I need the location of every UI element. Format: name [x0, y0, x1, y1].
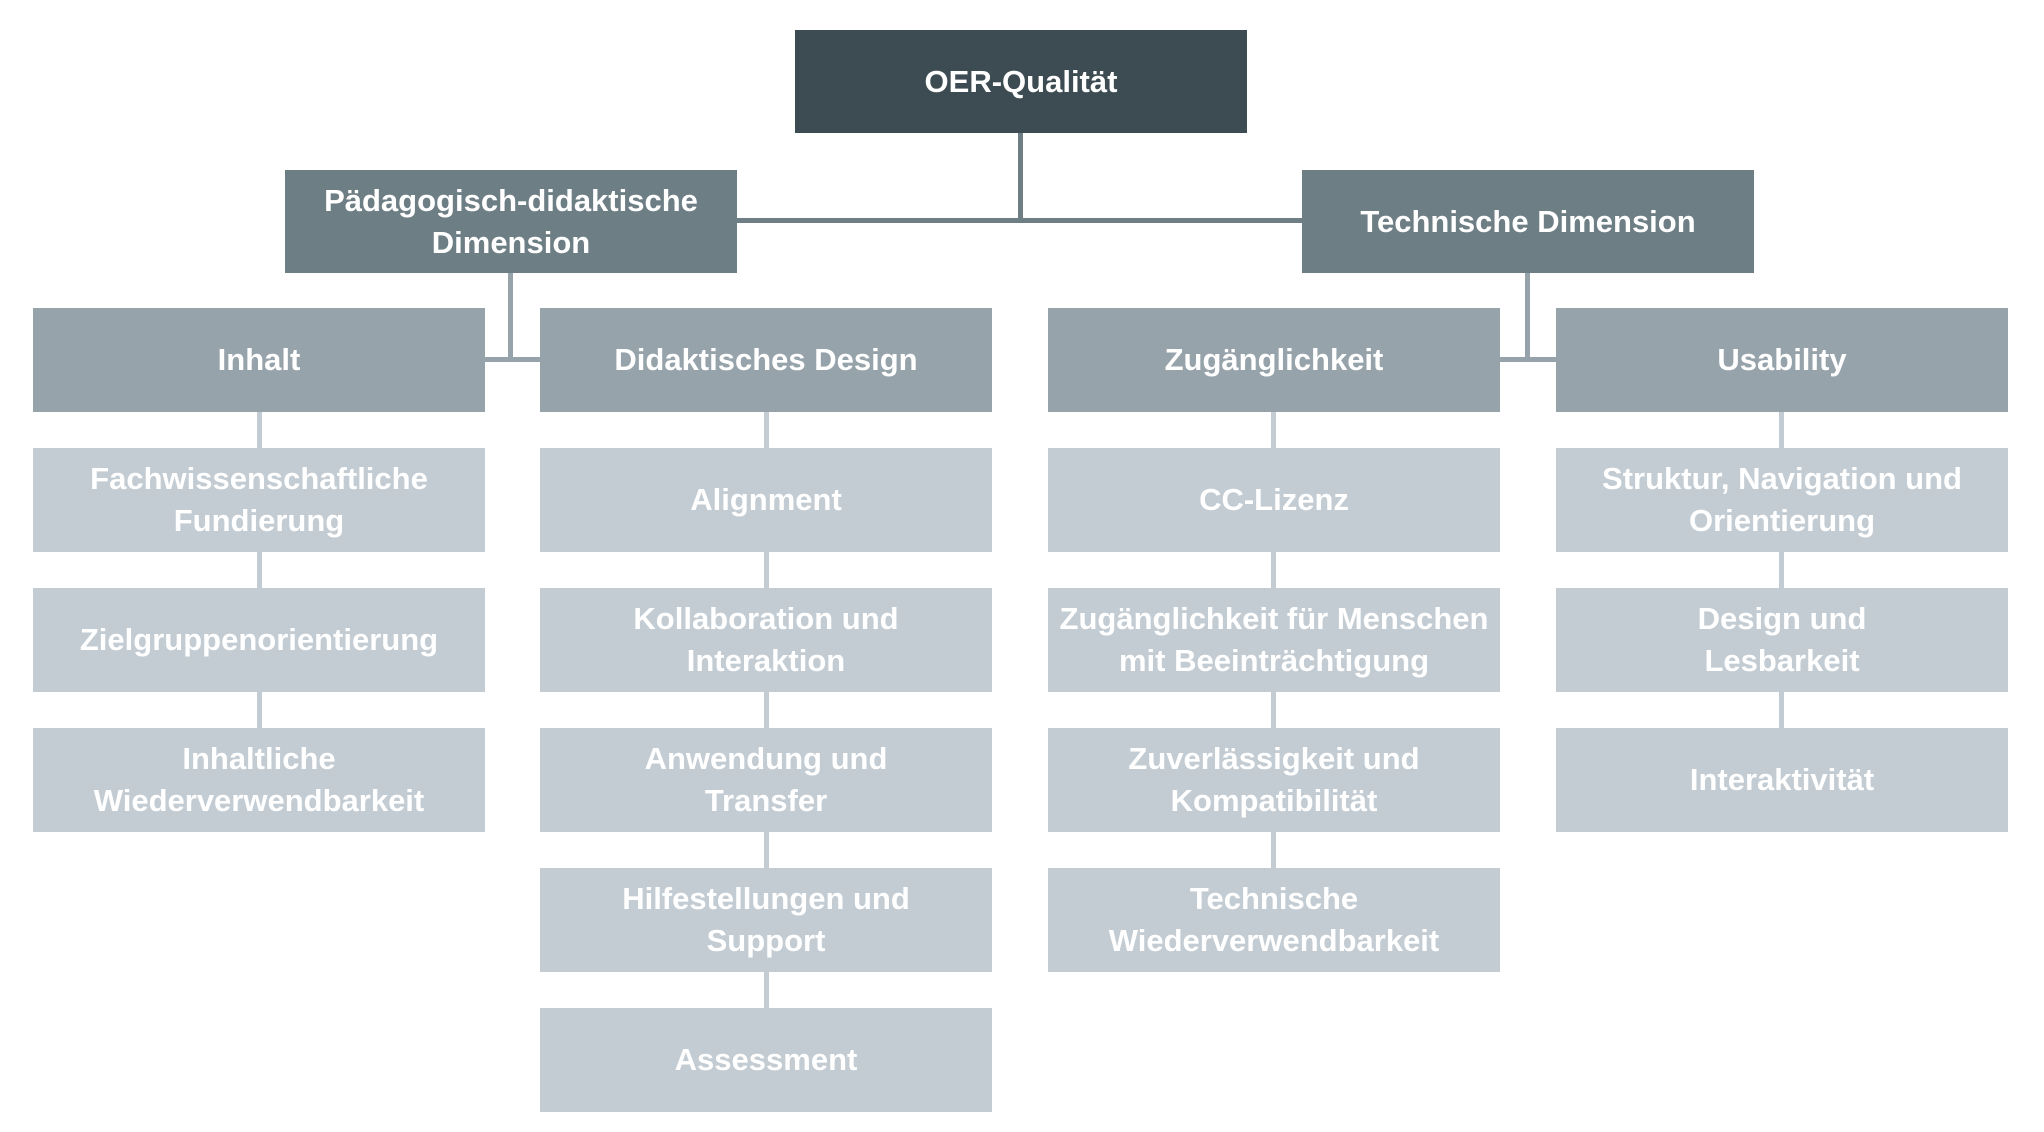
connector-col3-seg1: [1271, 412, 1276, 448]
connector-col4-seg2: [1779, 552, 1784, 588]
connector-col1-seg3: [257, 692, 262, 728]
connector-col2-seg4: [764, 832, 769, 868]
connector-col3-seg3: [1271, 692, 1276, 728]
item-box-cc-lizenz: CC-Lizenz: [1048, 448, 1500, 552]
category-box-usability: Usability: [1556, 308, 2008, 412]
connector-root-vertical: [1018, 133, 1023, 223]
connector-col4-seg3: [1779, 692, 1784, 728]
item-box-fachwissenschaftliche-fundierung: Fachwissenschaftliche Fundierung: [33, 448, 485, 552]
connector-col2-seg1: [764, 412, 769, 448]
item-box-technische-wiederverwendbarkeit: Technische Wiederverwendbarkeit: [1048, 868, 1500, 972]
item-box-zielgruppenorientierung: Zielgruppenorientierung: [33, 588, 485, 692]
category-box-didaktisches-design: Didaktisches Design: [540, 308, 992, 412]
item-box-zuverlaessigkeit-kompatibilitaet: Zuverlässigkeit und Kompatibilität: [1048, 728, 1500, 832]
connector-col1-seg1: [257, 412, 262, 448]
dimension-box-technisch: Technische Dimension: [1302, 170, 1754, 273]
connector-col2-seg5: [764, 972, 769, 1008]
item-box-anwendung-transfer: Anwendung und Transfer: [540, 728, 992, 832]
item-box-design-lesbarkeit: Design und Lesbarkeit: [1556, 588, 2008, 692]
connector-col3-seg2: [1271, 552, 1276, 588]
connector-dimension-right-vertical: [1525, 273, 1530, 362]
connector-col2-seg2: [764, 552, 769, 588]
connector-dimension-right-horizontal: [1500, 357, 1556, 362]
connector-dimension-left-horizontal: [485, 357, 540, 362]
item-box-kollaboration-interaktion: Kollaboration und Interaktion: [540, 588, 992, 692]
connector-dimensions-horizontal: [737, 218, 1302, 223]
root-box-oer-qualitaet: OER-Qualität: [795, 30, 1247, 133]
item-box-hilfestellungen-support: Hilfestellungen und Support: [540, 868, 992, 972]
item-box-alignment: Alignment: [540, 448, 992, 552]
connector-dimension-left-vertical: [508, 273, 513, 362]
item-box-struktur-navigation-orientierung: Struktur, Navigation und Orientierung: [1556, 448, 2008, 552]
connector-col4-seg1: [1779, 412, 1784, 448]
dimension-box-paedagogisch-didaktisch: Pädagogisch-didaktische Dimension: [285, 170, 737, 273]
item-box-interaktivitaet: Interaktivität: [1556, 728, 2008, 832]
category-box-inhalt: Inhalt: [33, 308, 485, 412]
connector-col1-seg2: [257, 552, 262, 588]
item-box-inhaltliche-wiederverwendbarkeit: Inhaltliche Wiederverwendbarkeit: [33, 728, 485, 832]
category-box-zugaenglichkeit: Zugänglichkeit: [1048, 308, 1500, 412]
connector-col2-seg3: [764, 692, 769, 728]
item-box-assessment: Assessment: [540, 1008, 992, 1112]
item-box-zugaenglichkeit-beeintraechtigung: Zugänglichkeit für Menschen mit Beeinträ…: [1048, 588, 1500, 692]
connector-col3-seg4: [1271, 832, 1276, 868]
